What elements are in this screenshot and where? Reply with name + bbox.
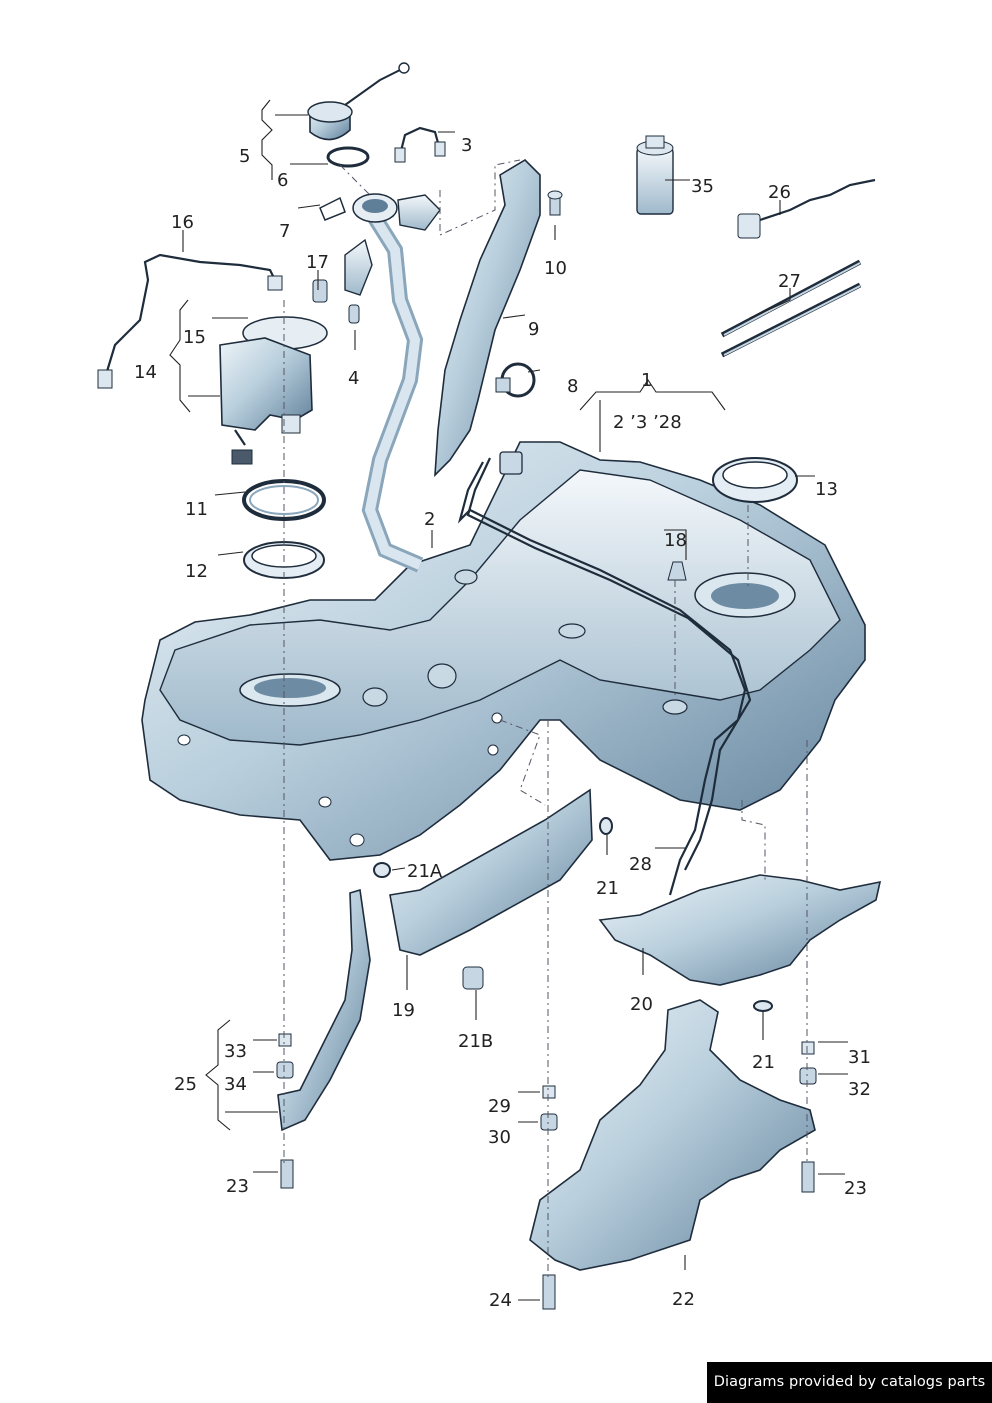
- callout-21-b: 21: [752, 1052, 775, 1073]
- callout-19: 19: [392, 1000, 415, 1021]
- callout-10: 10: [544, 258, 567, 279]
- callout-23-b: 23: [844, 1178, 867, 1199]
- callout-32: 32: [848, 1079, 871, 1100]
- clip-7: [319, 196, 346, 221]
- callout-17: 17: [306, 252, 329, 273]
- callout-30: 30: [488, 1127, 511, 1148]
- callout-34: 34: [224, 1074, 247, 1095]
- callout-2: 2: [424, 509, 435, 530]
- heat-shield-19: [389, 788, 593, 956]
- callout-25: 25: [174, 1074, 197, 1095]
- leader-lines: [169, 99, 848, 1301]
- callout-1: 1: [641, 370, 652, 391]
- callout-16: 16: [171, 212, 194, 233]
- vent-line-3: [398, 126, 442, 156]
- callout-21b: 21B: [458, 1031, 493, 1052]
- callout-15: 15: [183, 327, 206, 348]
- callout-7: 7: [279, 221, 290, 242]
- callout-6: 6: [277, 170, 288, 191]
- callout-8: 8: [567, 376, 578, 397]
- bracket: [344, 238, 373, 296]
- bolt-10: [547, 190, 563, 216]
- callout-31: 31: [848, 1047, 871, 1068]
- o-ring-6: [326, 146, 370, 168]
- fuel-line-28: [457, 461, 747, 896]
- callout-9: 9: [528, 319, 539, 340]
- fuel-pump-module: [219, 316, 328, 465]
- callout-11: 11: [185, 499, 208, 520]
- fuel-line-16: [103, 253, 276, 379]
- callout-21-a: 21: [596, 878, 619, 899]
- fuel-tank: [141, 441, 866, 861]
- heat-shield-20: [598, 874, 882, 986]
- callout-4: 4: [348, 368, 359, 389]
- hose-clamp-8: [495, 362, 536, 398]
- callout-28: 28: [629, 854, 652, 875]
- callout-14: 14: [134, 362, 157, 383]
- ring-13: [712, 457, 798, 503]
- cable-ties-27: [720, 259, 862, 358]
- assembly-lines: [283, 159, 808, 1280]
- callout-18: 18: [664, 530, 687, 551]
- callout-21a: 21A: [407, 861, 443, 882]
- underbody-guard-22: [529, 999, 816, 1271]
- callout-12: 12: [185, 561, 208, 582]
- callout-5: 5: [239, 146, 250, 167]
- callout-29: 29: [488, 1096, 511, 1117]
- tension-strap: [277, 888, 371, 1132]
- callout-35: 35: [691, 176, 714, 197]
- fuel-cap: [307, 62, 410, 141]
- heat-shield-9: [434, 158, 541, 478]
- callout-26: 26: [768, 182, 791, 203]
- callout-13: 13: [815, 479, 838, 500]
- clip-26: [737, 178, 876, 239]
- plug-18: [667, 561, 687, 581]
- bottle-35: [636, 135, 674, 215]
- callout-1-sub: 2 ’3 ’28: [613, 412, 682, 433]
- fasteners: [276, 817, 817, 1310]
- callout-23-a: 23: [226, 1176, 249, 1197]
- callout-3: 3: [461, 135, 472, 156]
- callout-22: 22: [672, 1289, 695, 1310]
- callout-33: 33: [224, 1041, 247, 1062]
- callout-24: 24: [489, 1290, 512, 1311]
- callout-27: 27: [778, 271, 801, 292]
- callout-20: 20: [630, 994, 653, 1015]
- filler-neck: [352, 193, 441, 573]
- attribution-badge: Diagrams provided by catalogs parts: [707, 1362, 992, 1403]
- callout-labels: 1 2 ’3 ’28 2 3 4 5 6 7 8 9 10 11 12 13 1…: [134, 135, 871, 1311]
